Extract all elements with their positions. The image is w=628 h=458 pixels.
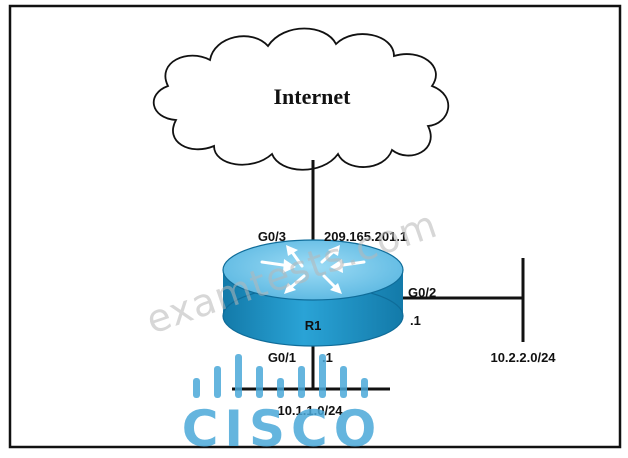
router-arrows-icon <box>260 245 366 294</box>
network-10-1-1-label: 10.1.1.0/24 <box>277 403 343 418</box>
interface-g01-label: G0/1 <box>268 350 296 365</box>
cisco-logo: CISCO <box>182 354 383 458</box>
interface-g03-label: G0/3 <box>258 229 286 244</box>
interface-g01-ip: .1 <box>322 350 333 365</box>
interface-g03-ip: 209.165.201.1 <box>324 229 407 244</box>
interface-g02-ip: .1 <box>410 313 421 328</box>
internet-cloud: Internet <box>152 27 450 171</box>
interface-g02-label: G0/2 <box>408 285 436 300</box>
router-r1: R1 <box>222 239 404 347</box>
cloud-label: Internet <box>274 84 352 109</box>
cisco-logo-wordmark: CISCO <box>182 400 383 453</box>
network-10-2-2-label: 10.2.2.0/24 <box>490 350 556 365</box>
router-name: R1 <box>305 318 322 333</box>
